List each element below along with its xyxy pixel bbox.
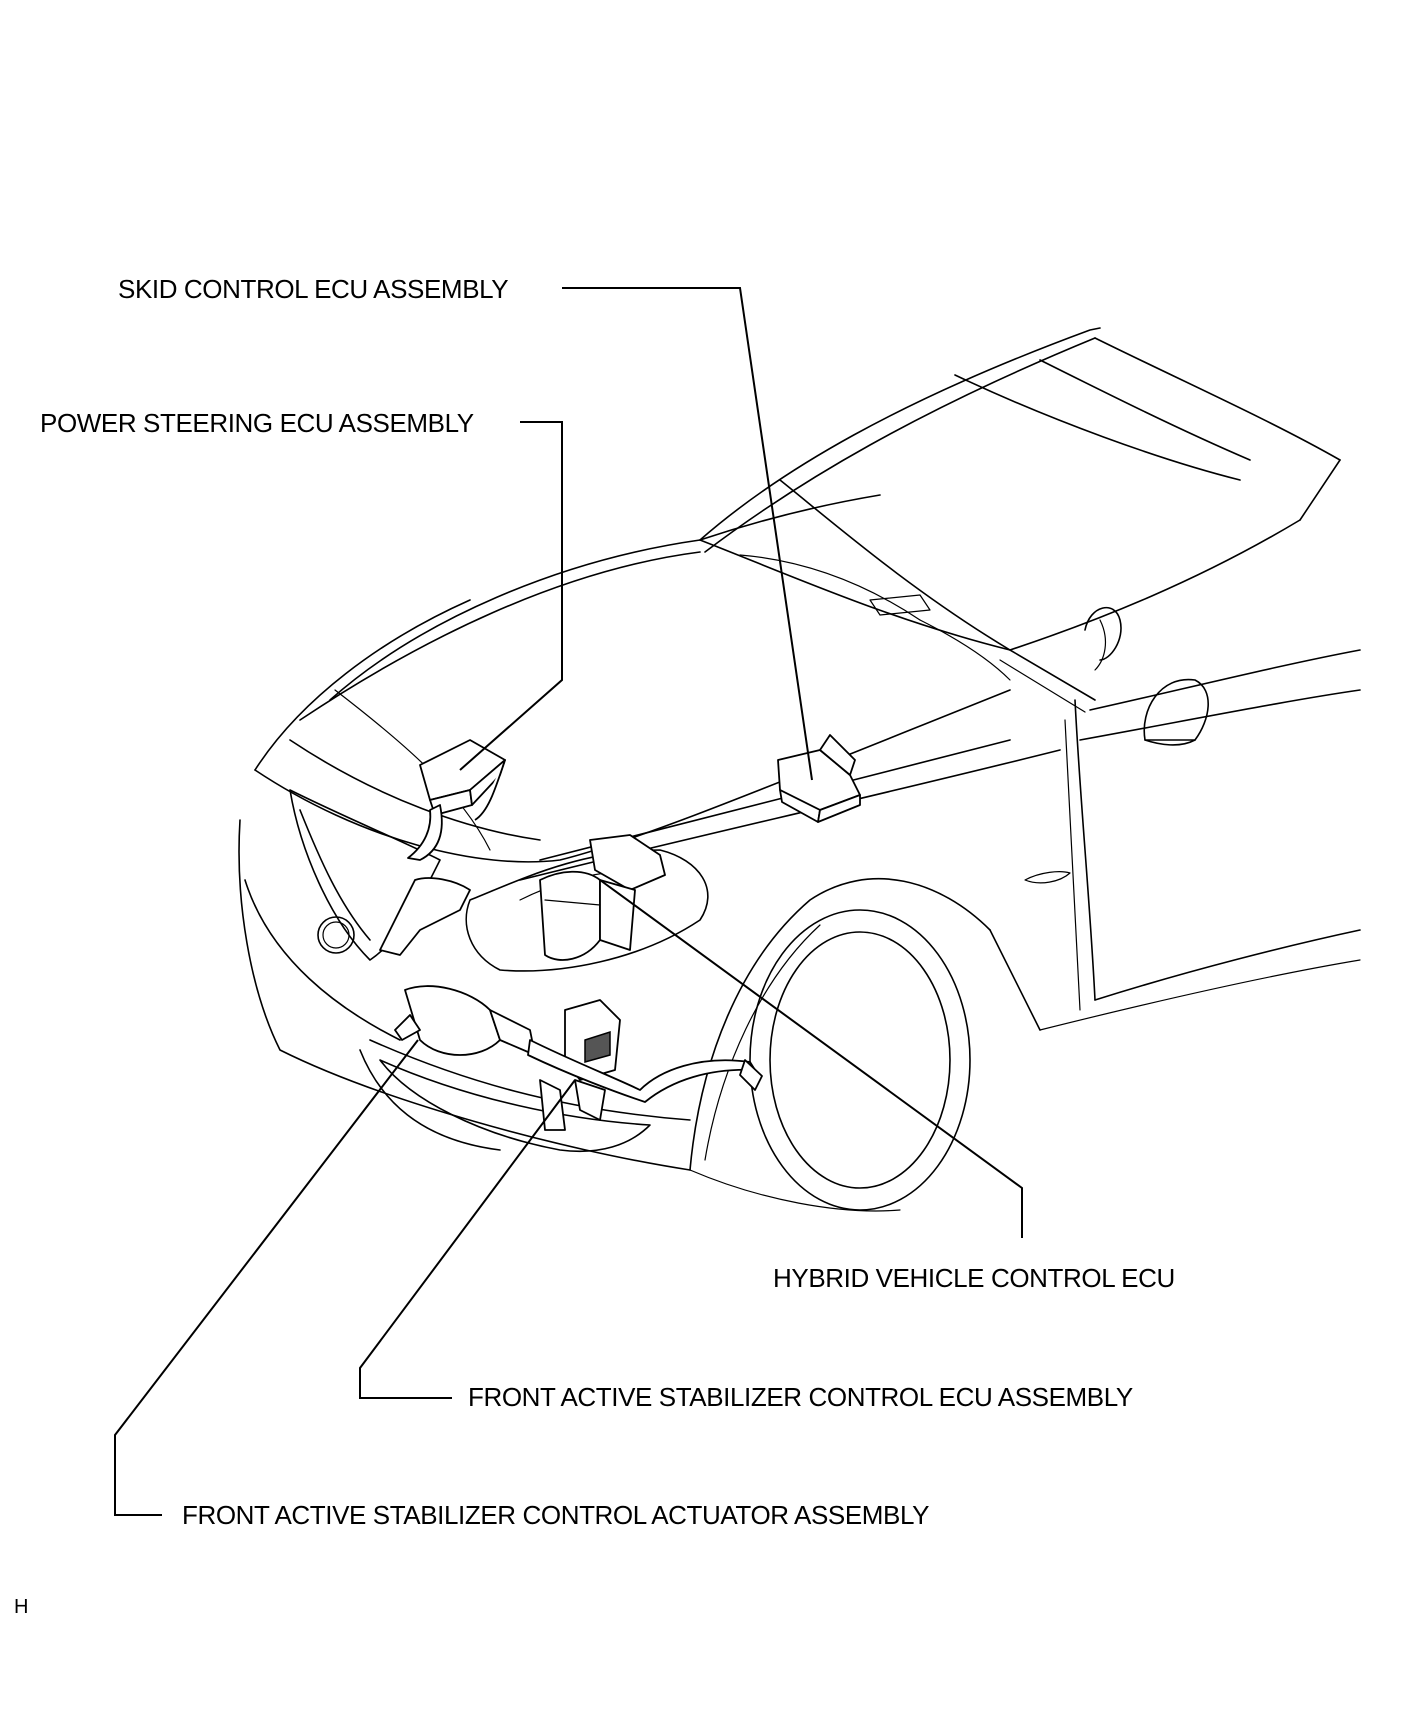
stabilizer-ecu-label: FRONT ACTIVE STABILIZER CONTROL ECU ASSE…	[468, 1382, 1133, 1412]
power-steering-ecu-label: POWER STEERING ECU ASSEMBLY	[40, 408, 474, 438]
hybrid-vehicle-ecu-label: HYBRID VEHICLE CONTROL ECU	[773, 1263, 1175, 1293]
stabilizer-ecu-leader	[359, 1079, 576, 1399]
skid-control-ecu-label: SKID CONTROL ECU ASSEMBLY	[118, 274, 509, 304]
power-steering-ecu	[407, 739, 506, 861]
leader-lines	[114, 287, 1023, 1516]
hybrid-vehicle-ecu	[539, 834, 666, 961]
stabilizer-ecu	[564, 999, 621, 1121]
corner-mark: H	[14, 1596, 29, 1618]
skid-control-leader	[562, 287, 813, 781]
stabilizer-actuator-leader	[114, 1039, 419, 1516]
power-steering-leader	[459, 421, 563, 771]
car-body-outline	[238, 327, 1361, 1212]
front-bracket	[379, 877, 471, 956]
skid-control-ecu	[777, 734, 861, 823]
stabilizer-actuator	[394, 985, 763, 1131]
stabilizer-actuator-label: FRONT ACTIVE STABILIZER CONTROL ACTUATOR…	[182, 1500, 930, 1530]
hybrid-vehicle-leader	[599, 879, 1023, 1238]
